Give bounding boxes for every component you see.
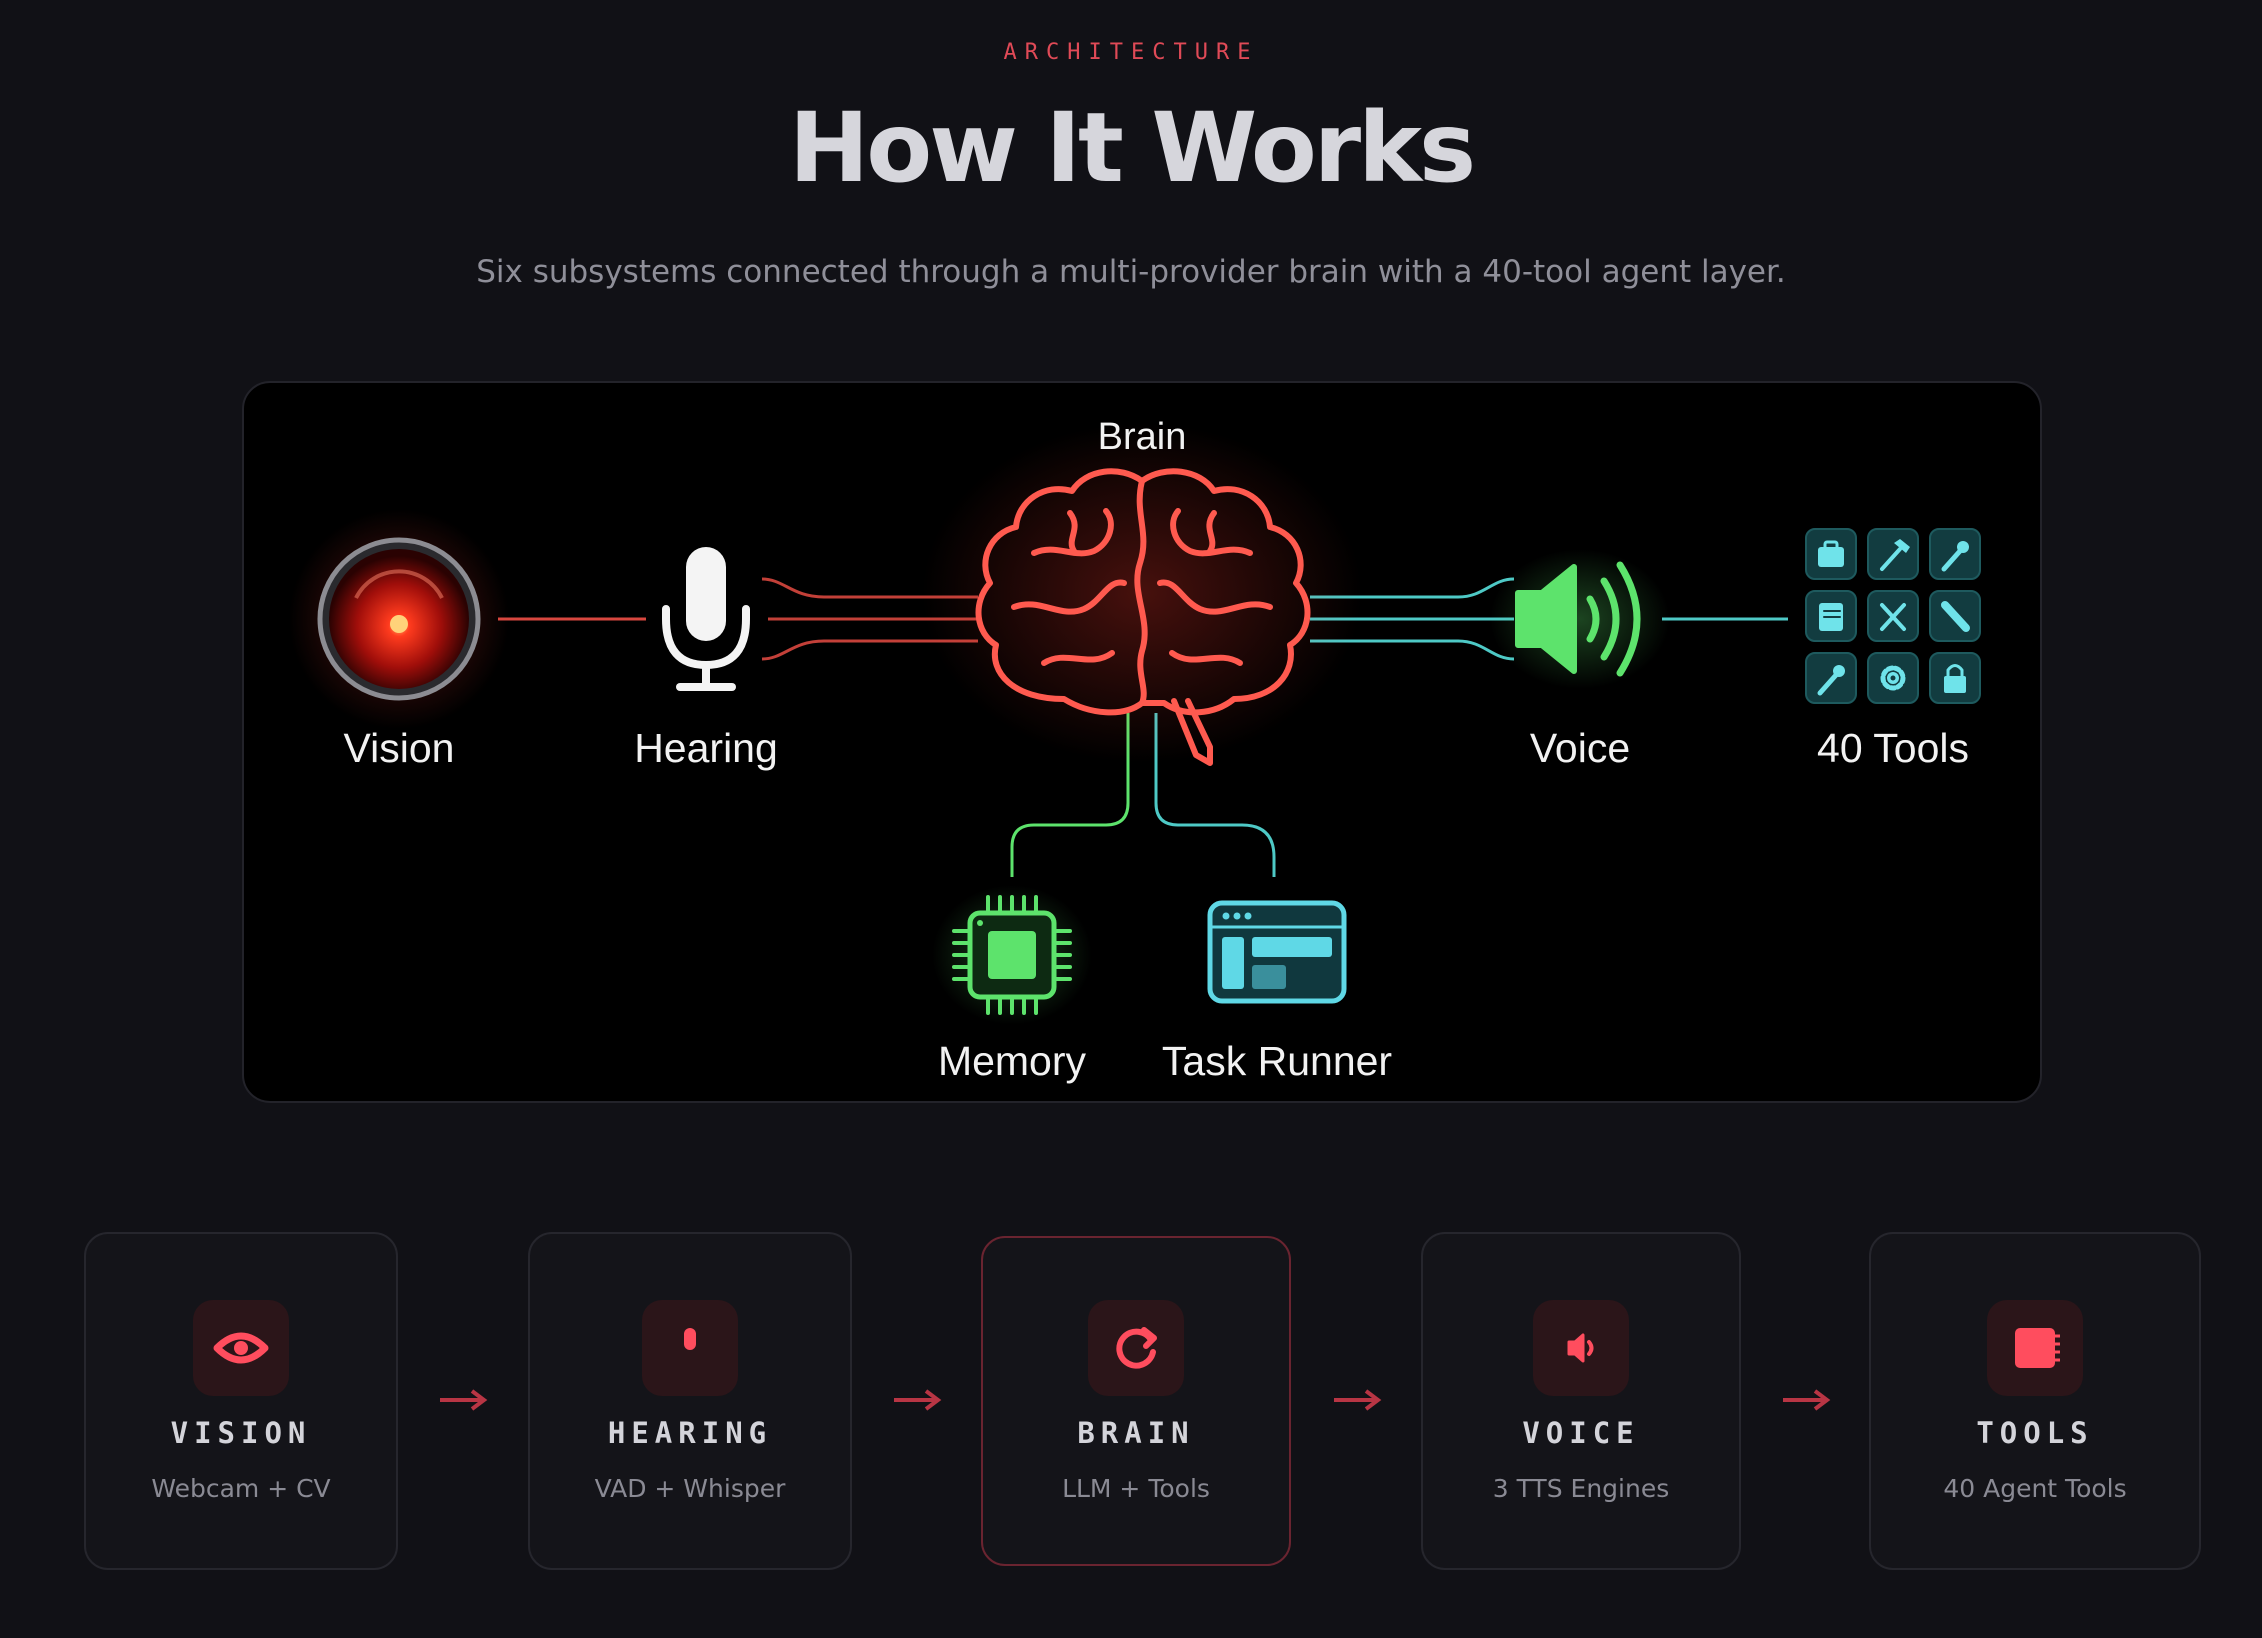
pipeline-card-voice[interactable]: VOICE 3 TTS Engines — [1421, 1232, 1741, 1570]
hearing-mic-icon — [662, 547, 750, 691]
pipeline-step-desc: 40 Agent Tools — [1943, 1474, 2127, 1503]
pipeline-step-desc: LLM + Tools — [1062, 1474, 1210, 1503]
pipeline-step-name: VISION — [170, 1416, 312, 1450]
pipeline-step-name: TOOLS — [1976, 1416, 2094, 1450]
pipeline-step-name: BRAIN — [1077, 1416, 1195, 1450]
voice-speaker-icon — [1490, 549, 1670, 689]
pipeline-card-tools[interactable]: TOOLS 40 Agent Tools — [1869, 1232, 2201, 1570]
vision-eye-icon — [289, 509, 509, 729]
brain-task-link — [1154, 713, 1276, 877]
pipeline-card-hearing[interactable]: HEARING VAD + Whisper — [528, 1232, 852, 1570]
tools-label: 40 Tools — [1817, 725, 1969, 771]
brain-icon — [922, 423, 1362, 766]
page-title: How It Works — [788, 92, 1476, 204]
page-subtitle: Six subsystems connected through a multi… — [476, 254, 1786, 290]
arrow-icon — [894, 1389, 942, 1411]
mic-icon — [642, 1300, 738, 1396]
task-runner-label: Task Runner — [1161, 1038, 1393, 1084]
hearing-label: Hearing — [634, 725, 778, 771]
eyebrow-label: ARCHITECTURE — [1003, 40, 1259, 65]
tools-grid-icon — [1805, 528, 1981, 704]
speaker-icon — [1533, 1300, 1629, 1396]
eye-icon — [193, 1300, 289, 1396]
arrow-icon — [1783, 1389, 1831, 1411]
pipeline-step-desc: VAD + Whisper — [594, 1474, 786, 1503]
refresh-icon — [1088, 1300, 1184, 1396]
tools-icon — [1987, 1300, 2083, 1396]
pipeline-card-brain[interactable]: BRAIN LLM + Tools — [981, 1236, 1291, 1566]
arrow-icon — [440, 1389, 488, 1411]
pipeline-step-name: HEARING — [607, 1416, 773, 1450]
vision-label: Vision — [343, 725, 455, 771]
diagram-graphics: Brain — [289, 416, 1981, 1025]
pipeline-step-name: VOICE — [1522, 1416, 1640, 1450]
architecture-diagram: Brain — [242, 381, 2042, 1103]
memory-chip-icon — [932, 885, 1092, 1025]
voice-label: Voice — [1529, 725, 1631, 771]
task-runner-window-icon — [1207, 900, 1347, 1004]
memory-label: Memory — [937, 1038, 1087, 1084]
pipeline-card-vision[interactable]: VISION Webcam + CV — [84, 1232, 398, 1570]
brain-label: Brain — [1098, 416, 1187, 458]
pipeline-step-desc: 3 TTS Engines — [1492, 1474, 1670, 1503]
arrow-icon — [1334, 1389, 1382, 1411]
brain-memory-link — [1010, 713, 1130, 877]
pipeline-step-desc: Webcam + CV — [151, 1474, 331, 1503]
